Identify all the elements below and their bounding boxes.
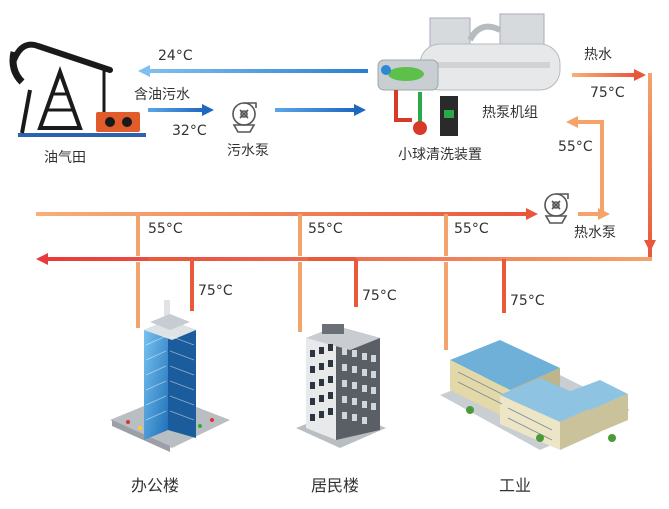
oil-inlet-temp-label: 32°C	[172, 123, 207, 139]
sewage-pump-label: 污水泵	[227, 143, 269, 159]
heat-pump-unit-label: 热泵机组	[482, 105, 538, 121]
sewage-pump-icon	[232, 102, 257, 133]
industry-label: 工业	[499, 476, 532, 495]
residential-building-icon	[296, 324, 386, 448]
return-temp-label: 24°C	[158, 48, 193, 64]
residential-return-temp-label: 55°C	[308, 221, 343, 237]
office-supply-temp-label: 75°C	[198, 283, 233, 299]
oilfield-label: 油气田	[44, 150, 86, 166]
industry-supply-temp-label: 75°C	[510, 293, 545, 309]
hp-return-temp-label: 55°C	[558, 139, 593, 155]
hot-outlet-temp-label: 75°C	[590, 85, 625, 101]
industrial-complex-icon	[440, 340, 630, 450]
residential-supply-temp-label: 75°C	[362, 288, 397, 304]
wastewater-return-pipe	[138, 65, 368, 77]
return-main-pipe	[36, 208, 538, 220]
heat-pump-unit-icon	[377, 13, 561, 136]
office-building-icon	[110, 300, 230, 452]
oily-wastewater-label: 含油污水	[134, 87, 190, 103]
industry-branch-pipes	[444, 214, 506, 350]
hot-water-return-pipe	[566, 116, 610, 220]
office-branch-pipes	[136, 214, 194, 328]
oil-pump-jack-icon	[9, 41, 146, 137]
hot-water-label: 热水	[584, 47, 612, 63]
office-return-temp-label: 55°C	[148, 221, 183, 237]
residential-label: 居民楼	[311, 476, 360, 495]
ball-cleaning-label: 小球清洗装置	[398, 147, 482, 163]
residential-branch-pipes	[298, 214, 358, 332]
wastewater-supply-pipe-2	[275, 104, 366, 116]
hot-water-pump-icon	[544, 193, 569, 224]
hot-water-pump-label: 热水泵	[574, 225, 616, 241]
hot-water-outlet-pipe	[572, 69, 656, 259]
industry-return-temp-label: 55°C	[454, 221, 489, 237]
wastewater-supply-pipe-1	[148, 104, 214, 116]
office-label: 办公楼	[131, 476, 180, 495]
